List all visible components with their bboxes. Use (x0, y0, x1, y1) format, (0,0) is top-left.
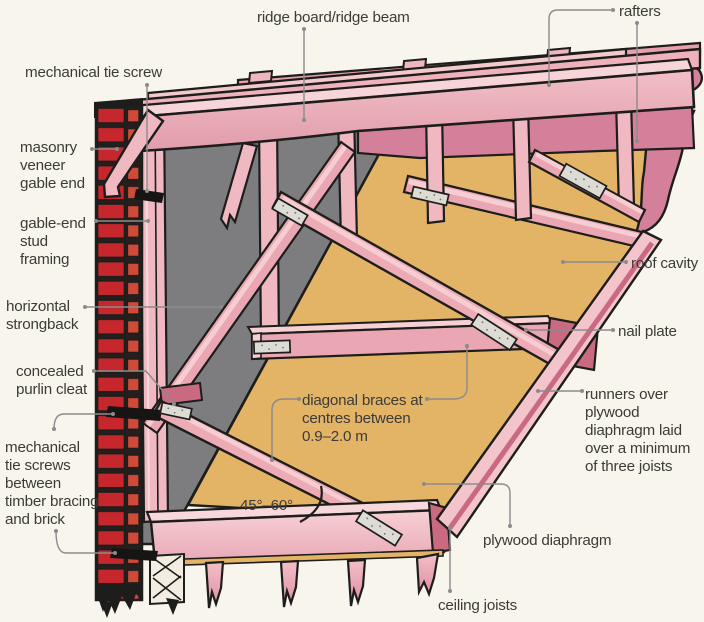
nail-plate-part (469, 312, 519, 352)
label-line: over a minimum (585, 440, 690, 457)
tie-screw-joint (110, 548, 158, 561)
label-ceiling-joists: ceiling joists (438, 597, 518, 614)
leader-braces-left (271, 398, 299, 460)
label-line: strongback (6, 316, 79, 333)
tie-screw-joint (106, 406, 162, 421)
nail-plate-part (252, 339, 292, 355)
nail-plate-part (558, 162, 608, 200)
label-nail-plate: nail plate (618, 323, 677, 340)
label-line: tie screws (5, 457, 71, 474)
ceiling-joist (279, 559, 300, 608)
ceiling-joist (415, 552, 440, 598)
label-line: horizontal (6, 298, 70, 315)
label-line: centres between (302, 410, 410, 427)
label-line: between (5, 475, 61, 492)
label-line: framing (20, 251, 69, 268)
ceiling-joists (204, 552, 440, 609)
label-diagonal-braces: diagonal braces at centres between 0.9–2… (302, 392, 424, 445)
broken-stub (219, 141, 259, 231)
ceiling-joist (346, 558, 367, 607)
arrow-down-icon (100, 600, 113, 618)
label-line: gable-end (20, 215, 86, 232)
label-line: diagonal braces at (302, 392, 423, 409)
nail-plate-part (410, 185, 450, 207)
cut-bracing-section (149, 552, 185, 606)
label-line: of three joists (585, 458, 673, 475)
label-angle: 45°–60° (240, 497, 293, 514)
label-line: gable end (20, 175, 85, 192)
label-line: stud (20, 233, 48, 250)
label-line: diaphragm laid (585, 422, 682, 439)
tie-screw-joint (134, 189, 164, 203)
leader-rafters-left (548, 9, 613, 85)
label-runners: runners over plywood diaphragm laid over… (585, 386, 690, 475)
label-line: plywood (585, 404, 639, 421)
brick-broken-edge (96, 584, 142, 614)
tie-screw-junctions (106, 189, 164, 561)
label-line: 0.9–2.0 m (302, 428, 368, 445)
leader-purlin-cleat (94, 370, 175, 405)
label-line: timber bracing (5, 493, 98, 510)
label-concealed-purlin-cleat: concealed purlin cleat (16, 363, 88, 398)
stud (257, 116, 281, 347)
stud (614, 97, 636, 210)
nail-plates (159, 162, 608, 547)
label-rafters: rafters (619, 3, 661, 20)
eave-fascia (435, 229, 663, 539)
leader-lines (53, 9, 638, 591)
nail-plate-part (354, 509, 404, 547)
label-line: and brick (5, 511, 65, 528)
label-line: veneer (20, 157, 65, 174)
angle-arc (299, 485, 323, 523)
leader-tie-screws-up (53, 413, 113, 430)
ceiling-joist (204, 560, 225, 609)
rafter-tail (102, 108, 165, 199)
label-line: purlin cleat (16, 381, 88, 398)
label-line: masonry (20, 139, 77, 156)
label-masonry-veneer: masonry veneer gable end (20, 139, 85, 192)
stud-seam (154, 115, 159, 521)
label-ridge-board: ridge board/ridge beam (257, 9, 410, 26)
labels: ridge board/ridge beam rafters mechanica… (5, 3, 699, 614)
nail-plate-part (271, 197, 309, 227)
label-plywood-diaphragm: plywood diaphragm (483, 532, 611, 549)
label-gable-end-stud: gable-end stud framing (20, 215, 86, 268)
stud (138, 112, 170, 524)
leader-braces-right (427, 346, 468, 400)
nail-plate-part (159, 401, 193, 421)
label-line: runners over (585, 386, 668, 403)
leader-plywood (426, 483, 511, 526)
label-line: mechanical (5, 439, 80, 456)
label-mechanical-tie-screws-brick: mechanical tie screws between timber bra… (5, 439, 99, 528)
label-line: concealed (16, 363, 83, 380)
label-roof-cavity: roof cavity (631, 255, 699, 272)
leader-dots (52, 8, 639, 593)
label-horizontal-strongback: horizontal strongback (6, 298, 79, 333)
leader-tie-screws-down (55, 530, 115, 554)
arrow-down-icon (166, 598, 179, 615)
label-mechanical-tie-screw: mechanical tie screw (25, 64, 162, 81)
